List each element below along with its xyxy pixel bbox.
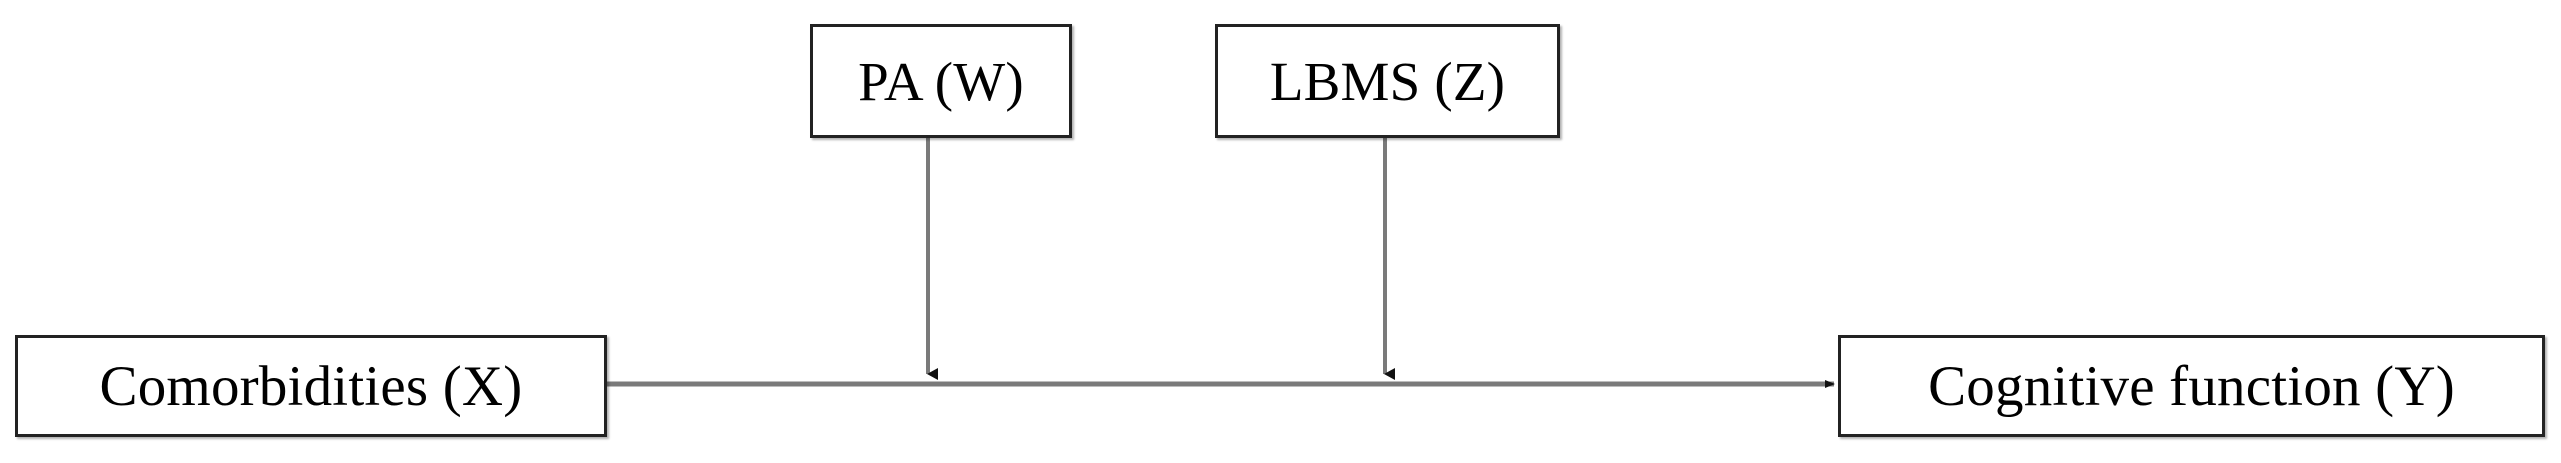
node-cognitive-function[interactable]: Cognitive function (Y) xyxy=(1838,335,2545,437)
node-comorbidities-label: Comorbidities (X) xyxy=(99,354,523,418)
node-cognitive-function-label: Cognitive function (Y) xyxy=(1928,354,2455,418)
node-comorbidities[interactable]: Comorbidities (X) xyxy=(15,335,607,437)
node-pa-label: PA (W) xyxy=(858,50,1024,112)
node-lbms-label: LBMS (Z) xyxy=(1269,50,1506,112)
node-pa[interactable]: PA (W) xyxy=(810,24,1072,138)
node-lbms[interactable]: LBMS (Z) xyxy=(1215,24,1560,138)
